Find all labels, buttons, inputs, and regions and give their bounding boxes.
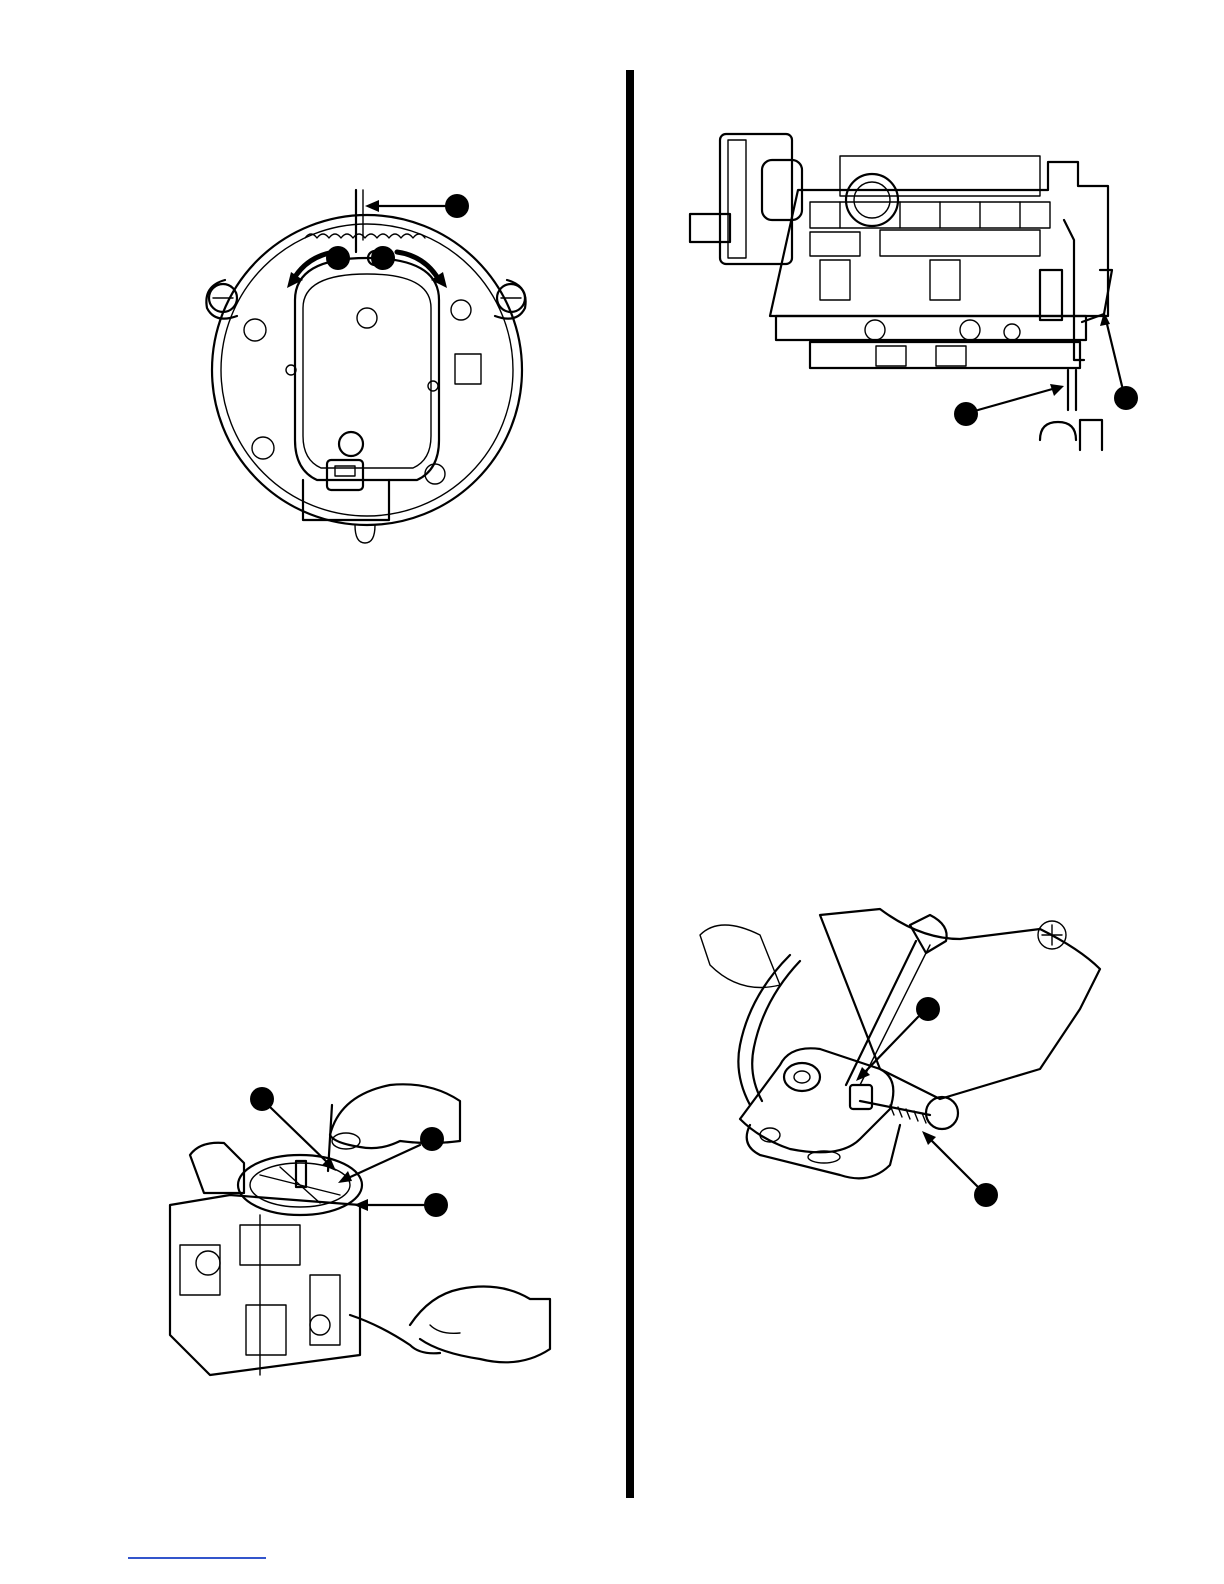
callout-1-dot [445,194,469,218]
callout-3-dot [424,1193,448,1217]
callout-3-dot [371,246,395,270]
callout-1-dot [954,402,978,426]
distributor-illustration [185,170,555,570]
callout-1-dot [916,997,940,1021]
carburetor-side-view-illustration [680,120,1150,460]
callout-2-dot [1114,386,1138,410]
callout-2-dot [420,1127,444,1151]
column-divider [626,70,634,1498]
carburetor-hands-illustration [150,1075,560,1395]
footer-link-rule[interactable] [128,1557,266,1559]
callout-2-dot [326,246,350,270]
throttle-linkage-illustration [690,905,1130,1215]
